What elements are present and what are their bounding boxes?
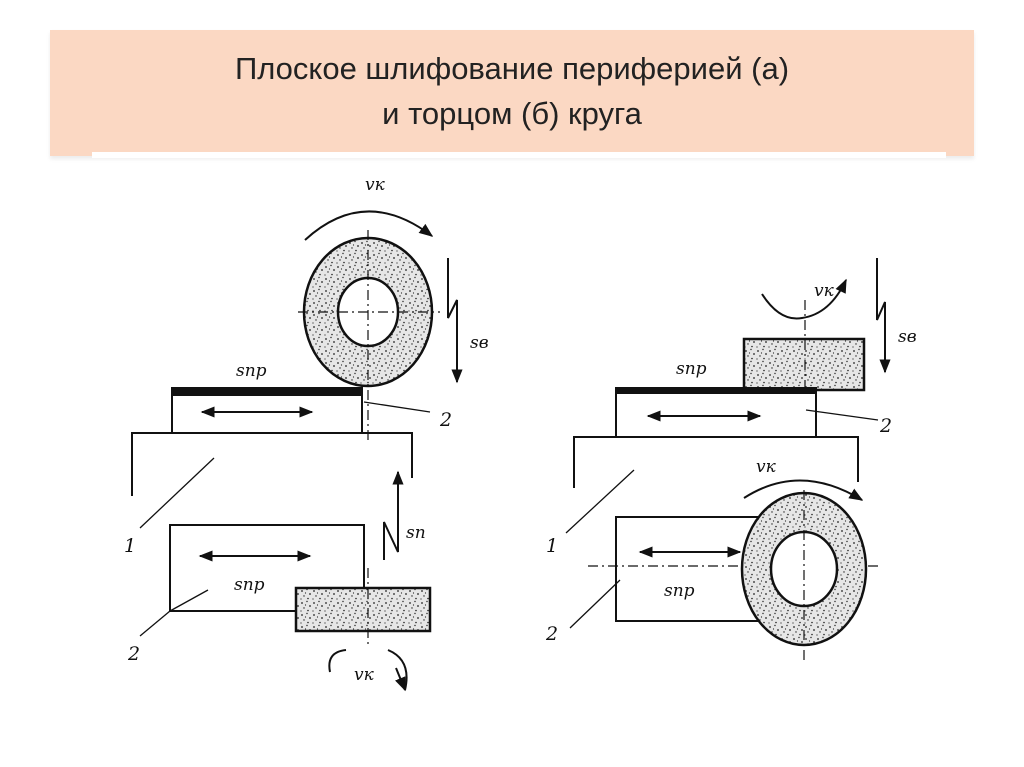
diagram-b — [565, 258, 891, 660]
label-spr-a-bottom: sпр — [234, 575, 265, 595]
label-1-b: 1 — [546, 535, 558, 557]
grinding-wheel-a-top — [298, 230, 440, 440]
label-sv-b: sв — [898, 327, 917, 347]
label-spr-b-bottom: sпр — [664, 581, 695, 601]
rotation-arrow-vk-a-bottom — [328, 649, 408, 691]
label-2-b-top: 2 — [879, 415, 892, 437]
label-2-b-bottom: 2 — [545, 623, 558, 645]
label-spr-b-top: sпр — [676, 359, 707, 379]
grinding-wheel-a-bottom — [294, 586, 432, 633]
rotation-arrow-vk-b-top — [761, 278, 847, 320]
label-vk-a-top: vк — [365, 175, 386, 195]
feed-arrow-sv-b — [876, 258, 891, 374]
feed-arrow-sv-a — [447, 258, 463, 384]
diagram-a — [131, 210, 463, 692]
machine-bed-a — [131, 432, 413, 496]
label-vk-b-top: vк — [814, 281, 835, 301]
table-a-top — [171, 394, 363, 434]
grinding-wheel-b-top — [742, 337, 866, 392]
page-title: Плоское шлифование периферией (а) и торц… — [50, 46, 974, 136]
label-vk-a-bottom: vк — [354, 665, 375, 685]
label-2-a-top: 2 — [439, 409, 452, 431]
label-sp-a: sп — [406, 523, 426, 543]
label-spr-a-top: sпр — [236, 361, 267, 381]
rotation-arrow-vk-b-mid — [743, 479, 864, 501]
label-vk-b-mid: vк — [756, 457, 777, 477]
rotation-arrow-vk-a-top — [304, 210, 434, 241]
label-sv-a: sв — [470, 333, 489, 353]
grinding-wheel-b-bottom — [740, 490, 868, 660]
label-1-a: 1 — [124, 535, 136, 557]
label-2-a-bottom: 2 — [127, 643, 140, 665]
title-line-1: Плоское шлифование периферией (а) — [234, 51, 790, 86]
machine-bed-b — [573, 436, 859, 488]
title-banner — [50, 30, 974, 158]
title-line-2: и торцом (б) круга — [382, 96, 642, 131]
feed-arrow-sp-a — [383, 470, 404, 560]
